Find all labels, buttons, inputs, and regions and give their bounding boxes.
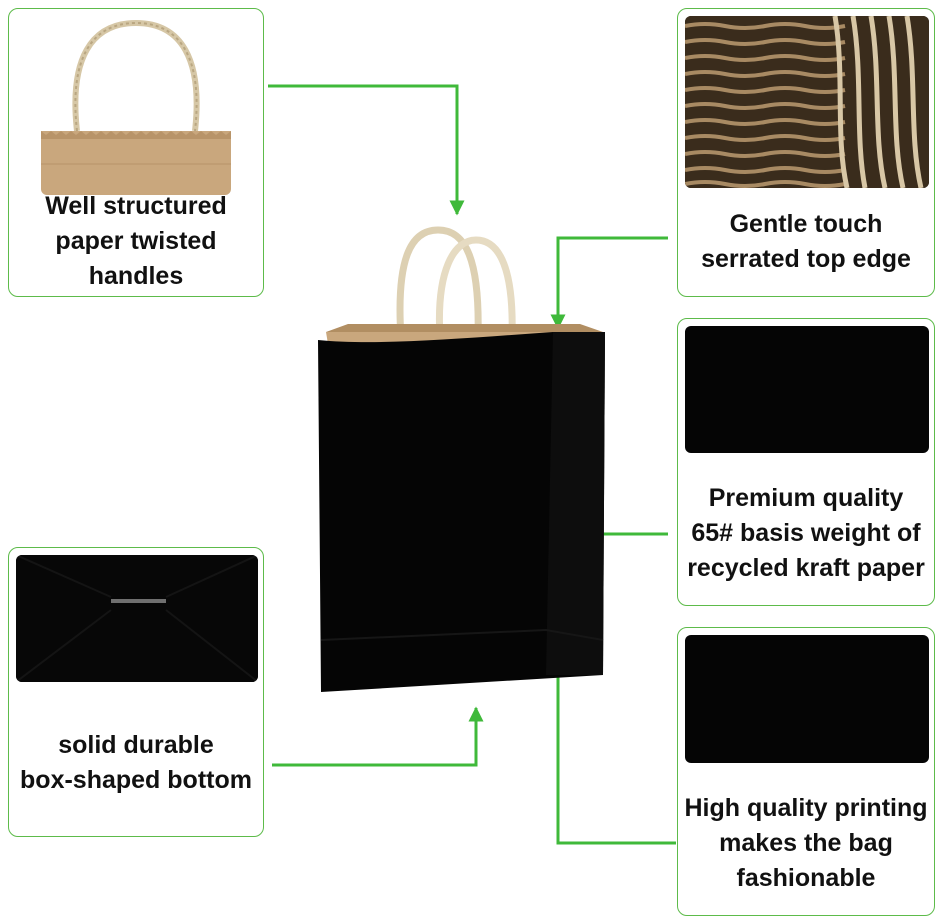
- serrated-edge-photo: [685, 16, 929, 188]
- feature-card-printing: High quality printing makes the bag fash…: [677, 627, 935, 916]
- arrow-handles: [268, 84, 465, 216]
- feature-caption-bottom: solid durable box-shaped bottom: [20, 731, 252, 794]
- feature-card-top-edge: Gentle touch serrated top edge: [677, 8, 935, 297]
- box-bottom-photo: [16, 555, 258, 682]
- feature-card-paper: Premium quality 65# basis weight of recy…: [677, 318, 935, 606]
- black-kraft-bag: [318, 220, 608, 700]
- arrow-printing: [550, 628, 676, 845]
- feature-caption-handles: Well structured paper twisted handles: [45, 192, 227, 290]
- arrow-bottom: [272, 706, 484, 767]
- feature-caption-printing: High quality printing makes the bag fash…: [684, 794, 928, 892]
- feature-caption-paper: Premium quality 65# basis weight of recy…: [687, 484, 925, 582]
- twisted-handle-photo: [41, 19, 231, 195]
- arrow-top-edge: [550, 236, 668, 330]
- black-print-swatch: [685, 635, 929, 763]
- feature-card-bottom: solid durable box-shaped bottom: [8, 547, 264, 837]
- black-paper-swatch: [685, 326, 929, 453]
- feature-card-handles: Well structured paper twisted handles: [8, 8, 264, 297]
- feature-caption-top-edge: Gentle touch serrated top edge: [701, 210, 911, 273]
